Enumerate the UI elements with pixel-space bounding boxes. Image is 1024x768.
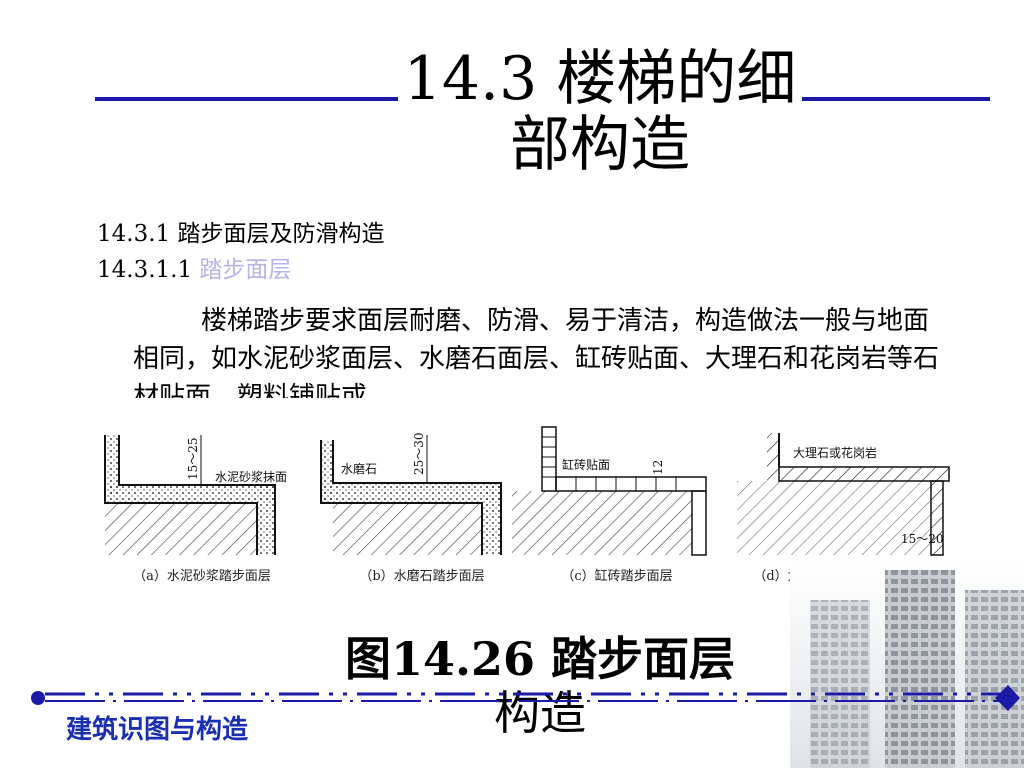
label-a: 水泥砂浆抹面 — [215, 469, 287, 484]
caption-c: （c）缸砖踏步面层 — [561, 569, 673, 584]
dim-b: 25～30 — [412, 432, 426, 475]
diagram-d: 大理石或花岗岩 15～20 — [737, 433, 950, 556]
caption-a: （a）水泥砂浆踏步面层 — [133, 569, 271, 584]
diagram-c: 缸砖贴面 12 — [512, 426, 707, 556]
footer-label: 建筑识图与构造 — [66, 715, 249, 745]
diagram-a: 15～25 水泥砂浆抹面 — [104, 435, 287, 555]
page-title: 14.3 楼梯的细 部构造 — [320, 44, 880, 180]
figure-caption-line-1: 图14.26 踏步面层 — [344, 632, 736, 686]
body-paragraph: 楼梯踏步要求面层耐磨、防滑、易于清洁，构造做法一般与地面相同，如水泥砂浆面层、水… — [133, 306, 940, 398]
diagram-b: 水磨石 25～30 — [320, 432, 502, 555]
subsection-label: 踏步面层 — [199, 257, 292, 283]
subsection-number: 14.3.1.1 — [97, 257, 193, 283]
caption-b: （b）水磨石踏步面层 — [359, 569, 485, 584]
title-line-1: 14.3 楼梯的细 — [397, 44, 803, 114]
figure-b: 水磨石 25～30 （b）水磨石踏步面层 — [317, 425, 527, 590]
decorative-rule — [31, 685, 1020, 711]
figure-strip: 15～25 水泥砂浆抹面 （a）水泥砂浆踏步面层 水磨石 25～30 （b）水磨… — [97, 425, 977, 590]
dim-a: 15～25 — [186, 437, 200, 480]
dim-d: 15～20 — [901, 532, 944, 546]
title-line-2: 部构造 — [504, 110, 696, 180]
figure-a: 15～25 水泥砂浆抹面 （a）水泥砂浆踏步面层 — [97, 425, 307, 590]
figure-c: 缸砖贴面 12 （c）缸砖踏步面层 — [512, 425, 722, 590]
subsection-heading: 14.3.1.1 踏步面层 — [97, 256, 291, 284]
section-heading: 14.3.1 踏步面层及防滑构造 — [97, 221, 385, 247]
figure-caption: 图14.26 踏步面层 构造 — [300, 632, 780, 740]
dim-c: 12 — [651, 460, 665, 475]
label-b: 水磨石 — [341, 462, 377, 476]
label-c: 缸砖贴面 — [562, 457, 610, 472]
building-photo — [790, 560, 1024, 768]
label-d: 大理石或花岗岩 — [793, 445, 877, 460]
